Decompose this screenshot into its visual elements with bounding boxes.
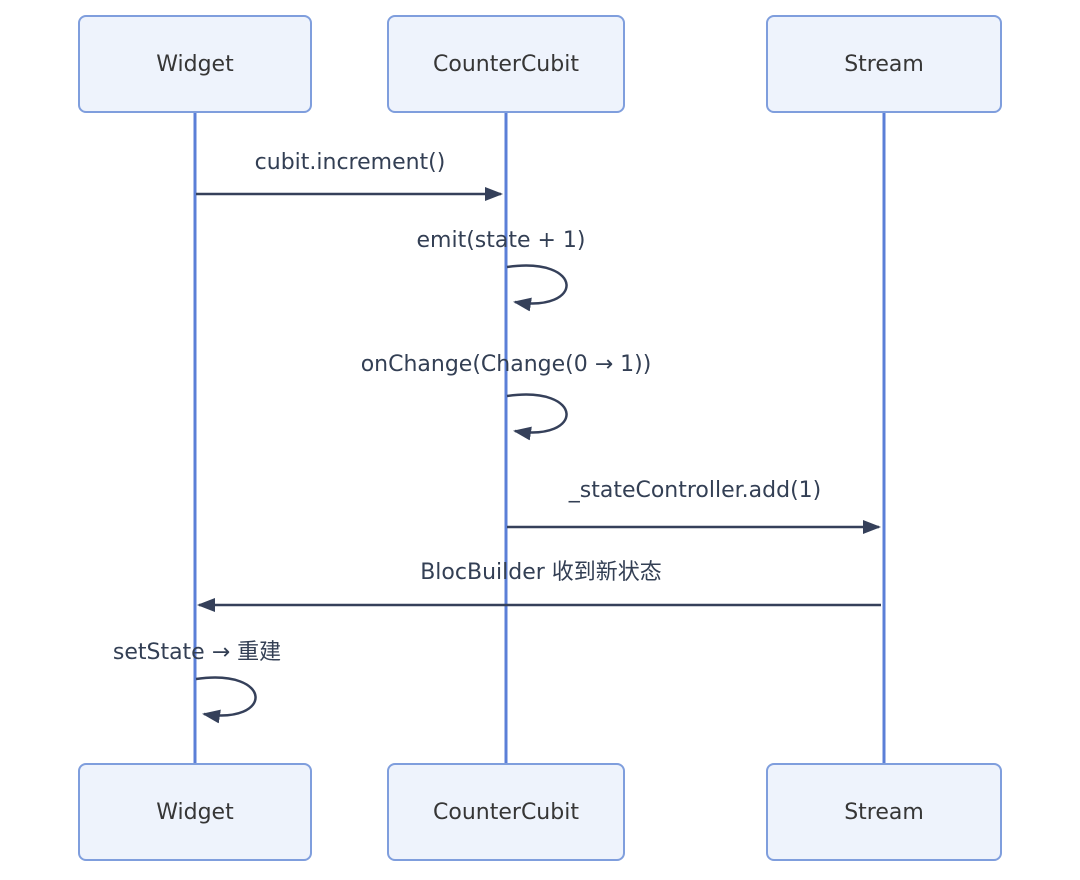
actor-box-countercubit-top: CounterCubit: [387, 15, 625, 113]
self-loop-emit: [506, 264, 568, 312]
actor-label-countercubit: CounterCubit: [433, 51, 579, 77]
actor-label-stream: Stream: [844, 799, 924, 825]
actor-box-stream-top: Stream: [766, 15, 1002, 113]
message-label-cubit-increment: cubit.increment(): [254, 150, 446, 175]
message-label-blocbuilder-newstate: BlocBuilder 收到新状态: [420, 560, 662, 585]
actor-box-stream-bottom: Stream: [766, 763, 1002, 861]
message-label-onchange: onChange(Change(0 → 1)): [360, 352, 652, 377]
message-label-emit-state: emit(state + 1): [416, 228, 586, 253]
message-label-setstate-rebuild: setState → 重建: [112, 640, 282, 665]
actor-box-countercubit-bottom: CounterCubit: [387, 763, 625, 861]
actor-label-stream: Stream: [844, 51, 924, 77]
actor-label-widget: Widget: [156, 799, 234, 825]
self-loop-onchange: [506, 393, 568, 441]
actor-box-widget-top: Widget: [78, 15, 312, 113]
actor-label-widget: Widget: [156, 51, 234, 77]
actor-box-widget-bottom: Widget: [78, 763, 312, 861]
message-label-statecontroller-add: _stateController.add(1): [568, 478, 822, 503]
actor-label-countercubit: CounterCubit: [433, 799, 579, 825]
self-loop-setstate: [195, 676, 257, 724]
